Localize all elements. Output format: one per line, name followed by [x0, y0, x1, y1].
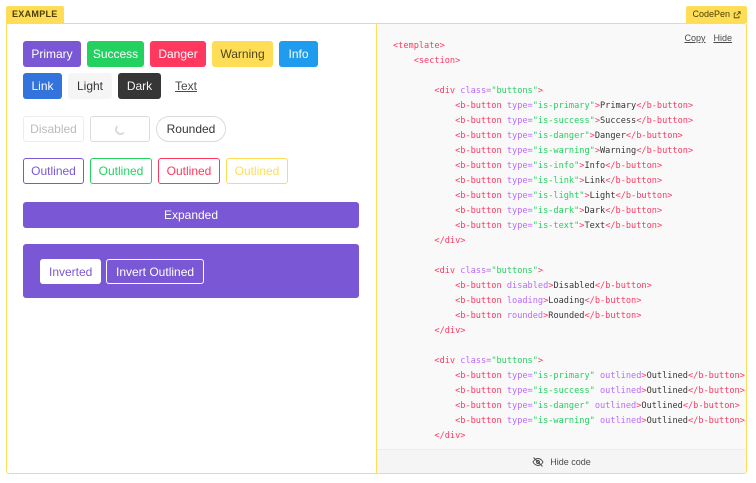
code-line: <b-button type="is-danger">Danger</b-but…	[455, 131, 683, 141]
code-line: <div class="buttons">	[434, 356, 544, 366]
disabled-button: Disabled	[23, 116, 84, 142]
code-line: <b-button type="is-dark">Dark</b-button>	[455, 206, 663, 216]
code-line: </div>	[434, 236, 466, 246]
outlined-warning-button[interactable]: Outlined	[226, 158, 288, 184]
buttons-row-more: Link Light Dark Text	[23, 73, 205, 99]
code-line: <div class="buttons">	[434, 86, 544, 96]
copy-link[interactable]: Copy	[684, 33, 706, 43]
code-line	[393, 69, 745, 84]
code-line: </div>	[434, 326, 466, 336]
code-line: <b-button type="is-danger" outlined>Outl…	[455, 401, 740, 411]
code-line: <b-button type="is-primary" outlined>Out…	[455, 371, 745, 381]
expanded-button[interactable]: Expanded	[23, 202, 359, 228]
info-button[interactable]: Info	[279, 41, 318, 67]
light-button[interactable]: Light	[68, 73, 112, 99]
primary-button[interactable]: Primary	[23, 41, 81, 67]
dark-button[interactable]: Dark	[118, 73, 161, 99]
code-panel: Copy Hide <template> <section> <div clas…	[377, 24, 746, 473]
codepen-label: CodePen	[692, 9, 730, 19]
code-actions: Copy Hide	[684, 33, 732, 43]
code-line: <b-button type="is-success" outlined>Out…	[455, 386, 745, 396]
success-button[interactable]: Success	[87, 41, 144, 67]
example-tag: EXAMPLE	[6, 6, 64, 23]
hide-code-bar[interactable]: Hide code	[377, 449, 746, 473]
code-line: <section>	[413, 56, 461, 66]
example-frame: Primary Success Danger Warning Info Link…	[6, 23, 747, 474]
code-line: <b-button type="is-info">Info</b-button>	[455, 161, 663, 171]
codepen-link[interactable]: CodePen	[686, 6, 747, 23]
inverted-section: Inverted Invert Outlined	[23, 244, 359, 298]
code-line: <b-button rounded>Rounded</b-button>	[455, 311, 642, 321]
rounded-button[interactable]: Rounded	[156, 116, 226, 142]
inverted-button[interactable]: Inverted	[40, 259, 102, 284]
code-line: </div>	[434, 431, 466, 441]
eye-off-icon	[532, 456, 544, 467]
external-link-icon	[733, 10, 741, 18]
loading-spinner-icon	[114, 123, 126, 135]
warning-button[interactable]: Warning	[212, 41, 273, 67]
buttons-row-types: Primary Success Danger Warning Info	[23, 41, 318, 67]
code-line: <b-button type="is-text">Text</b-button>	[455, 221, 663, 231]
code-line: <b-button type="is-warning">Warning</b-b…	[455, 146, 694, 156]
hide-code-label: Hide code	[550, 456, 591, 467]
code-line: <b-button type="is-success">Success</b-b…	[455, 116, 694, 126]
outlined-success-button[interactable]: Outlined	[90, 158, 152, 184]
link-button[interactable]: Link	[23, 73, 62, 99]
code-line: <b-button type="is-light">Light</b-butto…	[455, 191, 673, 201]
code-line: <b-button disabled>Disabled</b-button>	[455, 281, 652, 291]
invert-outlined-button[interactable]: Invert Outlined	[106, 259, 205, 284]
hide-link[interactable]: Hide	[713, 33, 732, 43]
loading-button[interactable]	[90, 116, 150, 142]
buttons-row-outlined: Outlined Outlined Outlined Outlined	[23, 158, 288, 184]
outlined-danger-button[interactable]: Outlined	[158, 158, 220, 184]
code-line: <b-button type="is-link">Link</b-button>	[455, 176, 663, 186]
text-button[interactable]: Text	[175, 79, 198, 93]
code-line: <b-button loading>Loading</b-button>	[455, 296, 642, 306]
code-block: <template> <section> <div class="buttons…	[393, 39, 745, 444]
outlined-primary-button[interactable]: Outlined	[23, 158, 84, 184]
code-line: <div class="buttons">	[434, 266, 544, 276]
preview-panel: Primary Success Danger Warning Info Link…	[7, 24, 377, 473]
danger-button[interactable]: Danger	[150, 41, 206, 67]
code-line: <b-button type="is-warning" outlined>Out…	[455, 416, 745, 426]
code-line: <b-button type="is-primary">Primary</b-b…	[455, 101, 694, 111]
code-line: <template>	[393, 41, 445, 51]
buttons-row-states: Disabled Rounded	[23, 116, 226, 142]
code-line	[393, 249, 745, 264]
code-line	[393, 339, 745, 354]
